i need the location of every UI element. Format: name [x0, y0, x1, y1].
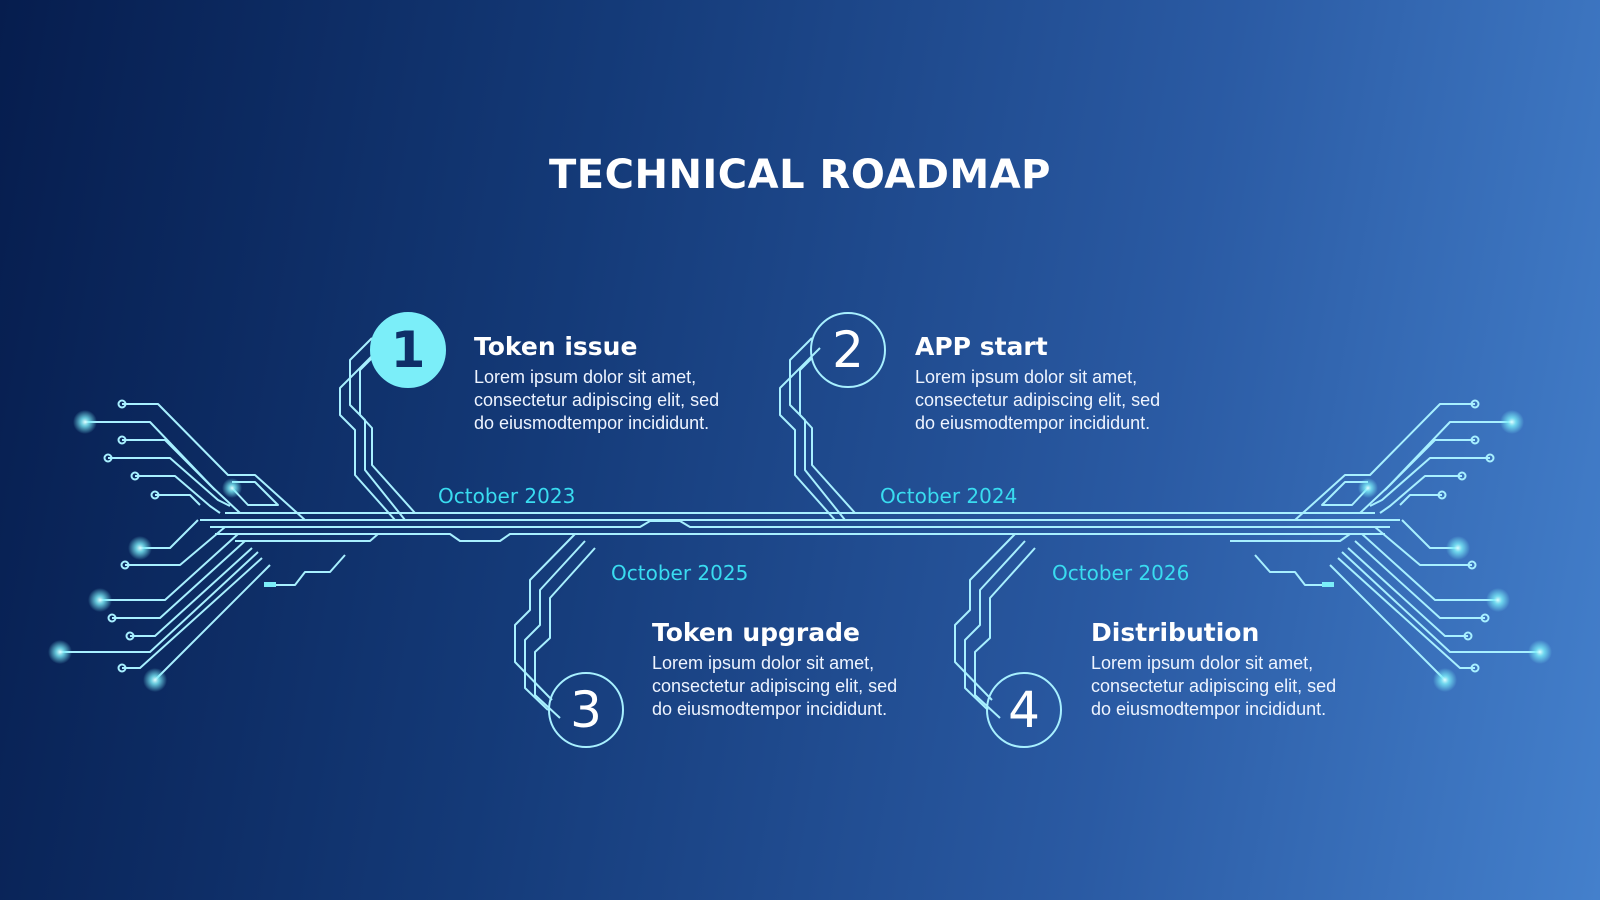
- milestone-2-date: October 2024: [880, 484, 1018, 508]
- milestone-3-title: Token upgrade: [652, 618, 860, 647]
- milestone-1-number: 1: [370, 312, 446, 388]
- milestone-4-title: Distribution: [1091, 618, 1260, 647]
- page-title: TECHNICAL ROADMAP: [549, 152, 1051, 198]
- milestone-2-number: 2: [810, 312, 886, 388]
- milestone-1-date: October 2023: [438, 484, 576, 508]
- milestone-1-description: Lorem ipsum dolor sit amet, consectetur …: [474, 367, 720, 433]
- milestone-4-date: October 2026: [1052, 561, 1190, 585]
- milestone-3-date: October 2025: [611, 561, 749, 585]
- milestone-4-number: 4: [986, 672, 1062, 748]
- milestone-3-number: 3: [548, 672, 624, 748]
- milestone-2-title: APP start: [915, 332, 1048, 361]
- milestone-3-description: Lorem ipsum dolor sit amet, consectetur …: [652, 653, 898, 719]
- milestone-2-description: Lorem ipsum dolor sit amet, consectetur …: [915, 367, 1161, 433]
- milestone-1-title: Token issue: [474, 332, 638, 361]
- milestone-4-description: Lorem ipsum dolor sit amet, consectetur …: [1091, 653, 1337, 719]
